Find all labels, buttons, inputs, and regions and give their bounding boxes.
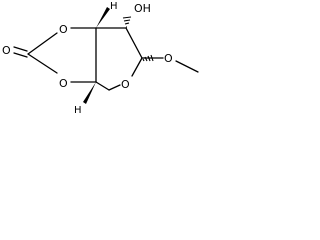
atom-ring-oxygen-top: O <box>59 23 68 36</box>
atom-hydrogen-top: H <box>110 1 118 12</box>
bond-ch2-c3 <box>95 81 110 91</box>
bond-c5-c6 <box>125 27 143 59</box>
atom-pyran-oxygen: O <box>121 78 130 91</box>
atom-carbonyl-oxygen: O <box>2 44 11 57</box>
atom-methoxy-oxygen: O <box>164 52 173 65</box>
atom-hydrogen-bottom: H <box>74 105 82 116</box>
molecule-structure: O O O O O OH H H <box>2 1 199 116</box>
bond-o-methoxy-ch3 <box>175 60 199 73</box>
hydroxyl-hashed-bond <box>122 16 132 28</box>
atom-hydroxyl: OH <box>134 2 151 15</box>
bond-o-pyran-ch2 <box>108 84 121 91</box>
wedge-h-top <box>96 7 110 28</box>
bond-c6-o-pyran <box>131 57 143 77</box>
carbonyl-double-bond-b <box>13 52 28 58</box>
wedge-h-bottom <box>83 82 96 104</box>
methoxy-hashed-bond <box>142 54 154 62</box>
bond-c-o-top <box>27 32 58 55</box>
bond-c-o-bottom <box>27 53 58 74</box>
carbonyl-double-bond-a <box>13 46 28 52</box>
atom-ring-oxygen-bottom: O <box>59 77 68 90</box>
